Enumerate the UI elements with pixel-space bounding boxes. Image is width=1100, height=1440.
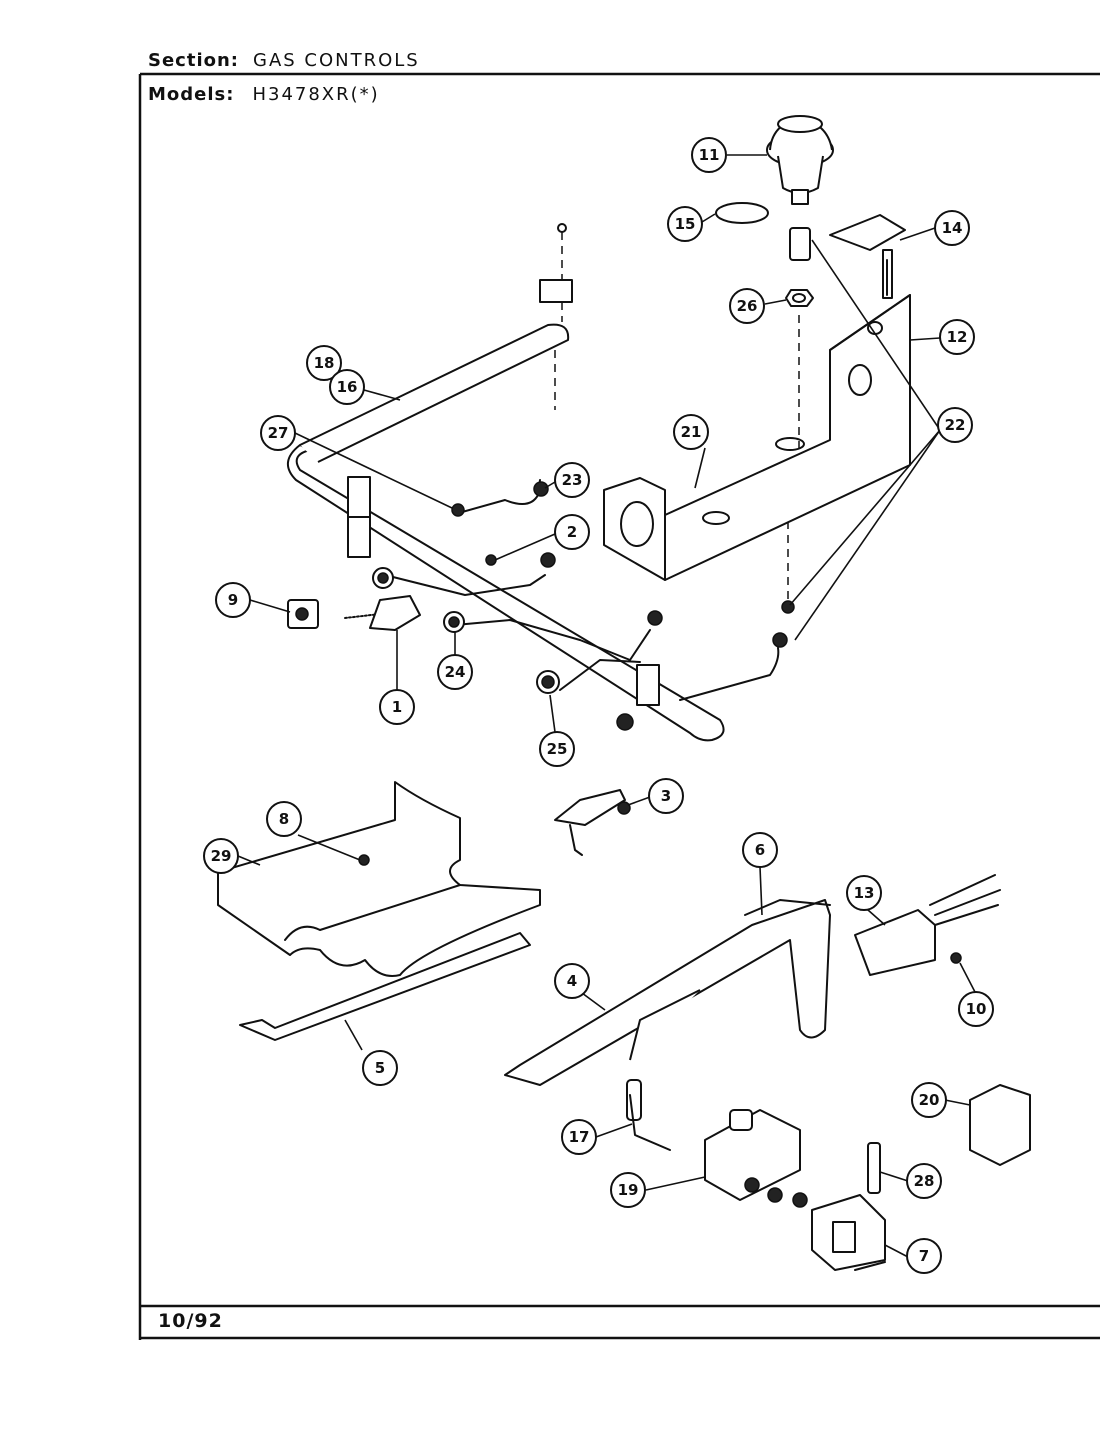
callout-1: 1 <box>379 689 415 725</box>
callout-17: 17 <box>561 1119 597 1155</box>
part-ignitor-13 <box>854 874 1001 976</box>
svg-text:11: 11 <box>699 146 720 164</box>
svg-text:3: 3 <box>661 787 671 805</box>
part-fitting-nut <box>785 227 814 307</box>
callout-5: 5 <box>362 1050 398 1086</box>
section-heading: Section: GAS CONTROLS <box>148 50 420 71</box>
svg-text:14: 14 <box>942 219 963 237</box>
part-tubing <box>372 479 795 731</box>
callout-24: 24 <box>437 654 473 690</box>
svg-text:29: 29 <box>211 847 232 865</box>
section-label: Section: <box>148 50 239 71</box>
callout-9: 9 <box>215 582 251 618</box>
svg-text:24: 24 <box>445 663 466 681</box>
part-regulator-cap <box>766 115 834 205</box>
part-ignitor-bracket <box>829 214 906 299</box>
callout-7: 7 <box>906 1238 942 1274</box>
svg-text:26: 26 <box>737 297 758 315</box>
part-heat-shield <box>217 781 541 977</box>
callout-14: 14 <box>934 210 970 246</box>
svg-text:10: 10 <box>966 1000 987 1018</box>
callout-2: 2 <box>554 514 590 550</box>
svg-text:9: 9 <box>228 591 238 609</box>
svg-text:1: 1 <box>392 698 402 716</box>
svg-text:22: 22 <box>945 416 966 434</box>
svg-text:19: 19 <box>618 1181 639 1199</box>
callout-19: 19 <box>610 1172 646 1208</box>
part-frame-rail <box>504 899 831 1121</box>
part-valve-bracket <box>287 595 421 631</box>
svg-text:8: 8 <box>279 810 289 828</box>
callout-28: 28 <box>906 1163 942 1199</box>
part-mounting-bracket <box>603 294 911 581</box>
svg-text:15: 15 <box>675 215 696 233</box>
svg-text:5: 5 <box>375 1059 385 1077</box>
callout-10: 10 <box>958 991 994 1027</box>
svg-text:12: 12 <box>947 328 968 346</box>
callout-22: 22 <box>937 407 973 443</box>
svg-text:4: 4 <box>567 972 577 990</box>
models-value: H3478XR(*) <box>252 84 380 105</box>
svg-text:17: 17 <box>569 1128 590 1146</box>
callout-27: 27 <box>260 415 296 451</box>
part-tube-17 <box>629 1094 671 1151</box>
revision-date: 10/92 <box>158 1310 223 1332</box>
callout-23: 23 <box>554 462 590 498</box>
callouts: 11 15 14 26 12 18 16 22 27 21 23 2 9 24 … <box>203 137 994 1274</box>
part-pin-28 <box>867 1142 881 1194</box>
callout-26: 26 <box>729 288 765 324</box>
section-value: GAS CONTROLS <box>253 50 420 71</box>
part-block-20 <box>969 1084 1031 1166</box>
models-heading: Models: H3478XR(*) <box>148 84 380 105</box>
svg-text:7: 7 <box>919 1247 929 1265</box>
svg-text:23: 23 <box>562 471 583 489</box>
svg-text:25: 25 <box>547 740 568 758</box>
part-screw-27 <box>451 503 465 517</box>
callout-11: 11 <box>691 137 727 173</box>
svg-text:18: 18 <box>314 354 335 372</box>
svg-text:13: 13 <box>854 884 875 902</box>
callout-12: 12 <box>939 319 975 355</box>
svg-text:27: 27 <box>268 424 289 442</box>
callout-6: 6 <box>742 832 778 868</box>
callout-25: 25 <box>539 731 575 767</box>
part-o-ring <box>715 202 769 224</box>
svg-text:6: 6 <box>755 841 765 859</box>
svg-text:16: 16 <box>337 378 358 396</box>
diagram-frame <box>138 72 1100 1340</box>
svg-text:2: 2 <box>567 523 577 541</box>
part-solenoid-7 <box>811 1194 886 1271</box>
leader-lines <box>237 154 976 1258</box>
part-electrode-3 <box>554 789 631 856</box>
callout-4: 4 <box>554 963 590 999</box>
svg-text:28: 28 <box>914 1172 935 1190</box>
part-manifold <box>287 223 725 742</box>
callout-20: 20 <box>911 1082 947 1118</box>
part-valve-body-19 <box>704 1109 808 1208</box>
models-label: Models: <box>148 84 235 105</box>
callout-15: 15 <box>667 206 703 242</box>
svg-text:20: 20 <box>919 1091 940 1109</box>
svg-text:21: 21 <box>681 423 702 441</box>
callout-13: 13 <box>846 875 882 911</box>
part-screw-2 <box>485 554 497 566</box>
callout-21: 21 <box>673 414 709 450</box>
callout-29: 29 <box>203 838 239 874</box>
callout-16: 16 <box>329 369 365 405</box>
callout-8: 8 <box>266 801 302 837</box>
callout-18: 18 <box>306 345 342 381</box>
callout-3: 3 <box>648 778 684 814</box>
part-strip-5 <box>239 932 531 1041</box>
